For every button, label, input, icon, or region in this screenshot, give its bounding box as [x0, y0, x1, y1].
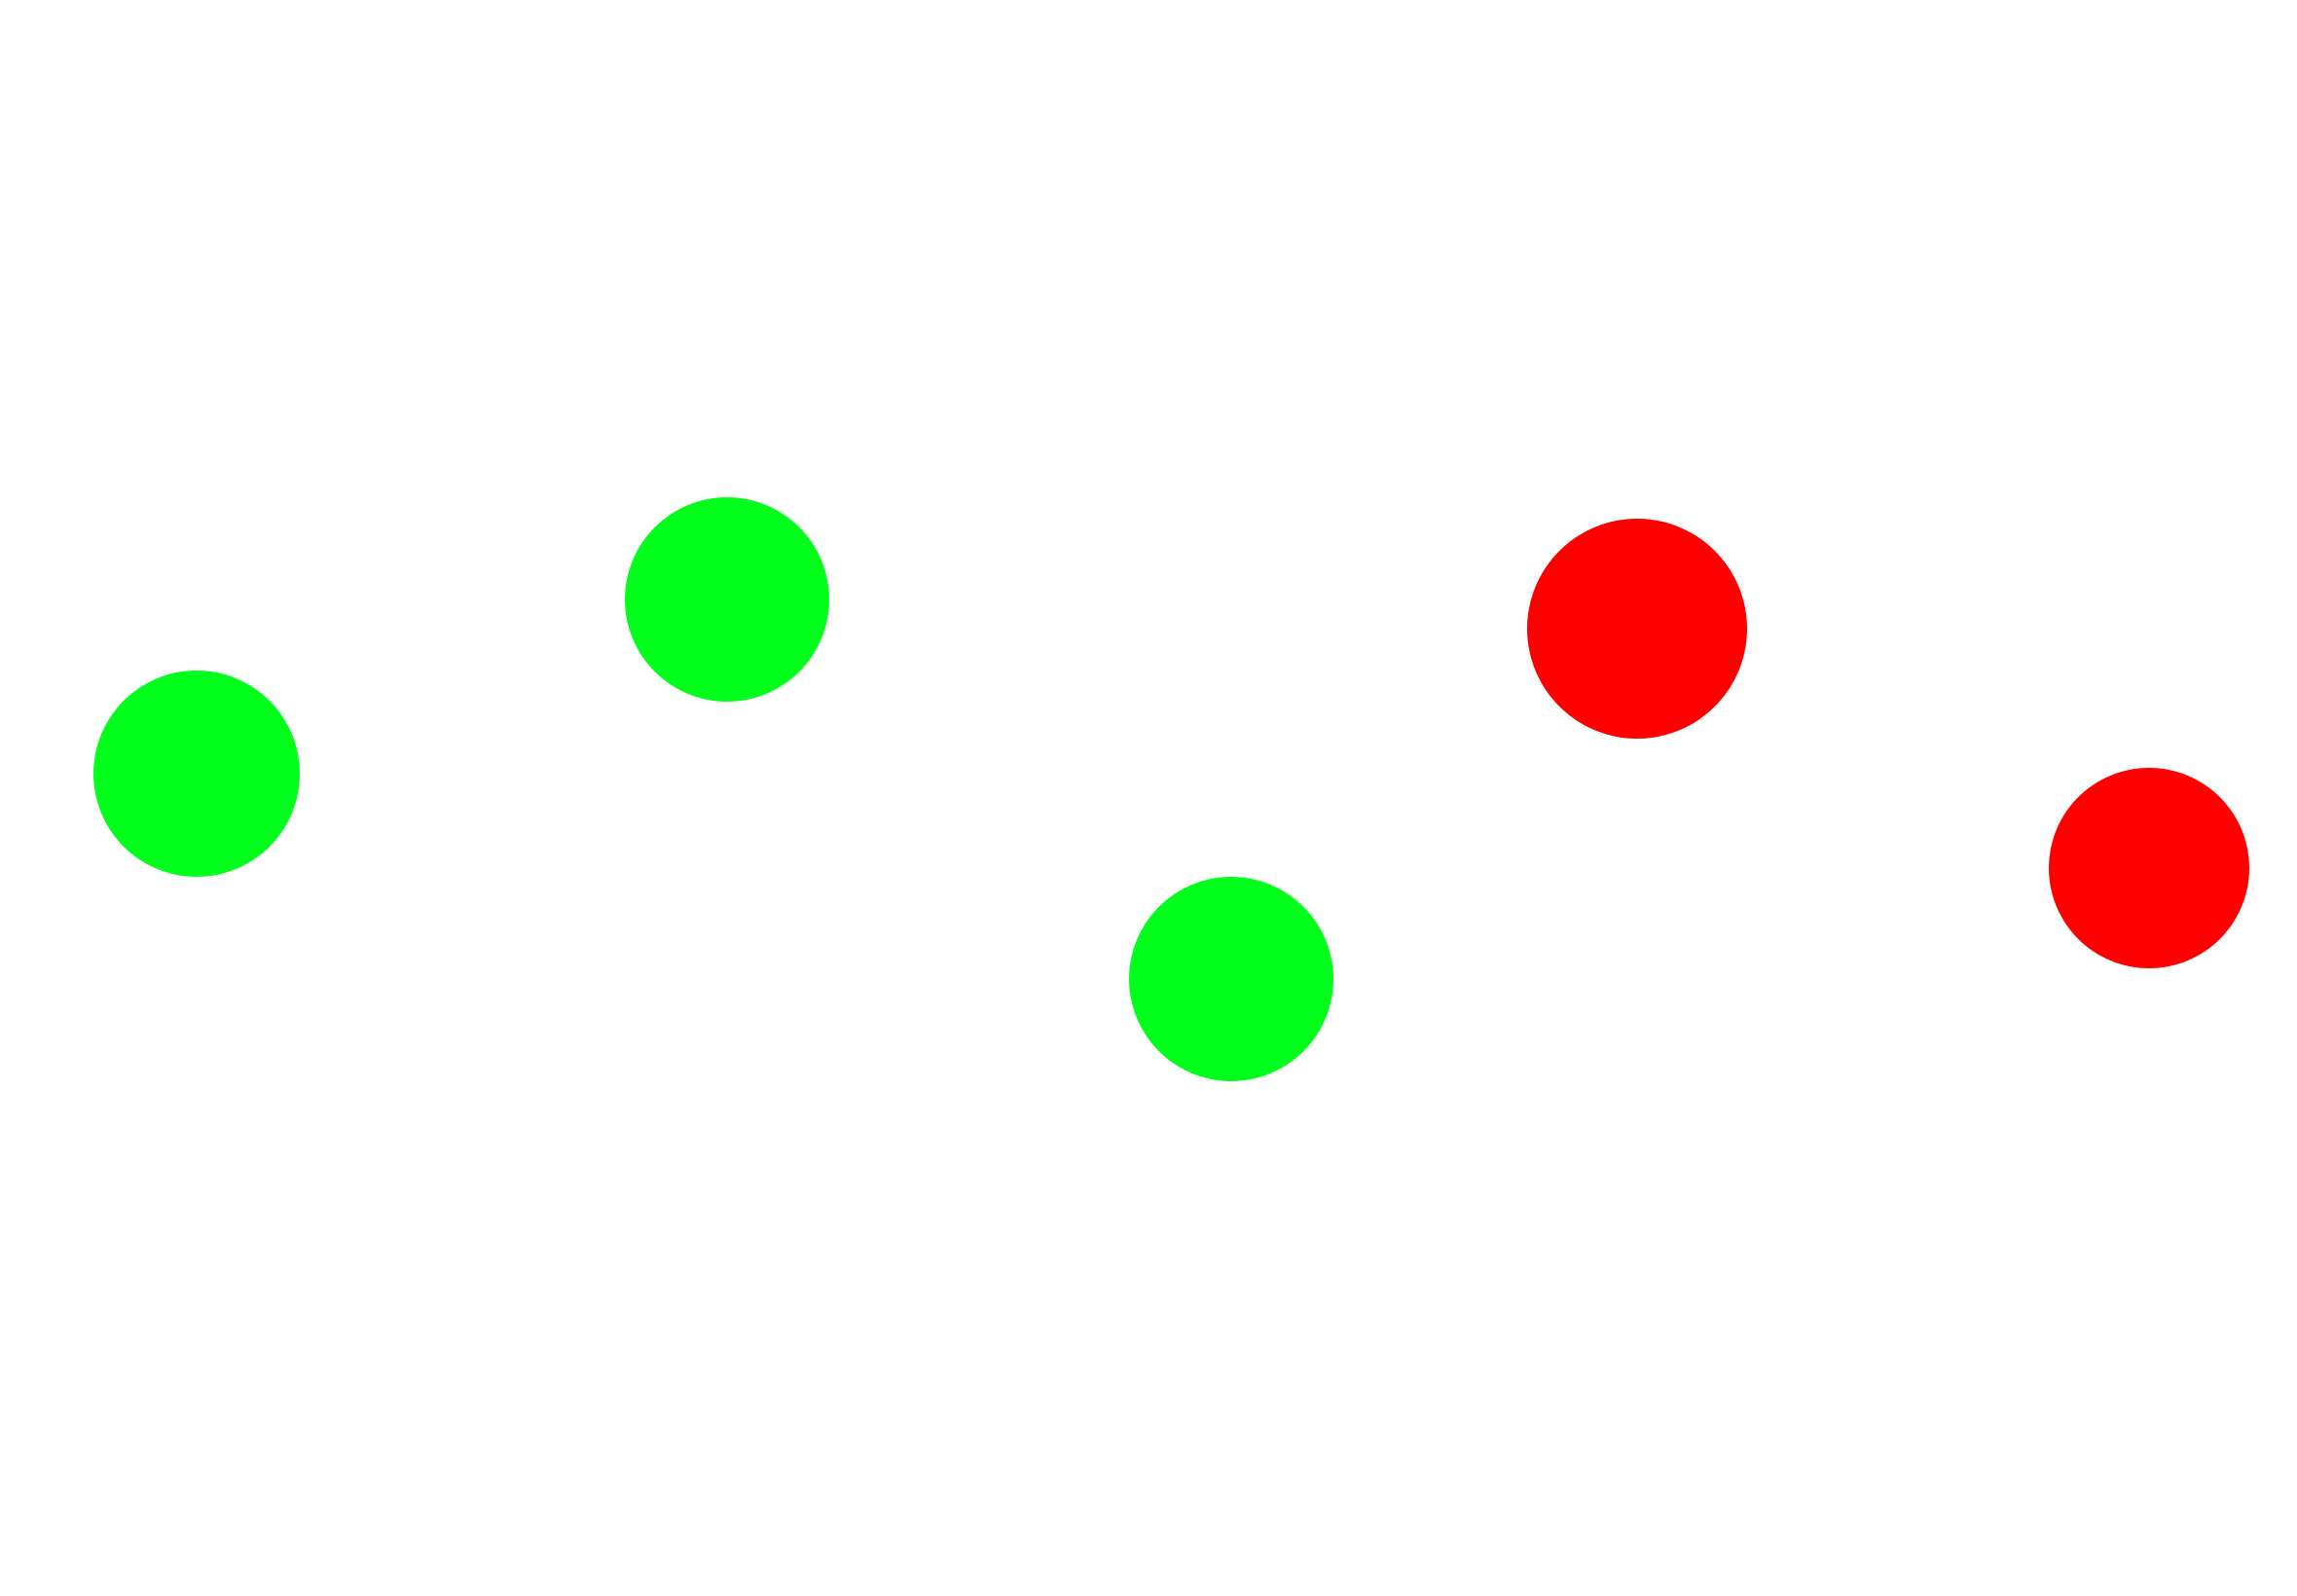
green-dot: [1129, 877, 1333, 1081]
green-dot: [625, 497, 829, 702]
red-dot: [1527, 519, 1747, 739]
red-dot: [2049, 768, 2249, 968]
green-dot: [93, 671, 300, 877]
